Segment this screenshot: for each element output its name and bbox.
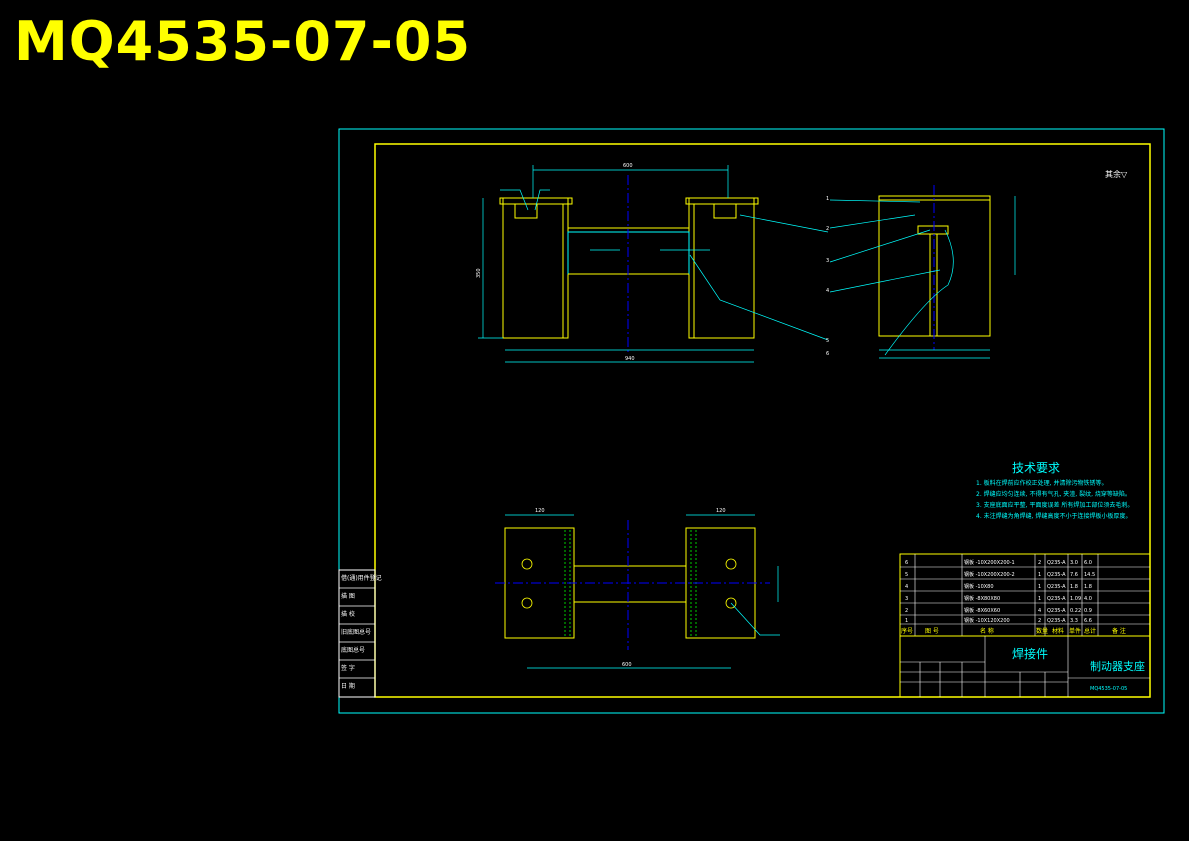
- svg-text:1: 1: [826, 196, 829, 202]
- parts-row-cell: 钢板 -8X60X60: [964, 607, 1000, 614]
- tech-requirements: 技术要求 1. 板料在焊前应作校正处理, 并清除污物铁锈等。 2. 焊缝应均匀连…: [976, 461, 1133, 520]
- parts-row-cell: 0.9: [1084, 608, 1092, 614]
- parts-row-cell: 1.09: [1070, 596, 1081, 602]
- side-label: 底图总号: [341, 646, 365, 654]
- parts-header-cell: 单件: [1069, 627, 1081, 635]
- parts-header-cell: 名 称: [980, 627, 994, 635]
- side-label: 描 图: [341, 592, 355, 600]
- parts-row-cell: 1: [1038, 584, 1041, 590]
- parts-row-cell: 1: [1038, 572, 1041, 578]
- parts-header-cell: 数量: [1036, 627, 1048, 635]
- parts-row-cell: 2: [905, 608, 908, 614]
- parts-row-cell: 2: [1038, 560, 1041, 566]
- parts-row-cell: Q235-A: [1047, 618, 1066, 624]
- front-view: 600 940 350: [476, 163, 829, 363]
- top-view: 120 120 600: [495, 508, 780, 669]
- parts-row-cell: 3.3: [1070, 618, 1078, 624]
- side-label: 旧底图总号: [341, 628, 371, 636]
- title-block-drawing-code: MQ4535-07-05: [1090, 686, 1127, 692]
- side-label: 日 期: [341, 682, 355, 690]
- parts-row-cell: 14.5: [1084, 572, 1095, 578]
- side-registry-block: 借(通)用件登记 描 图 描 校 旧底图总号 底图总号 签 字 日 期: [338, 569, 382, 698]
- svg-text:6: 6: [826, 351, 829, 357]
- svg-text:3: 3: [826, 258, 829, 264]
- tech-requirement-item: 3. 支座底面应平整, 平面度误差 所有焊加工部位须去毛刺。: [976, 501, 1133, 509]
- parts-header-cell: 备 注: [1112, 627, 1126, 635]
- tech-requirements-heading: 技术要求: [1012, 461, 1060, 475]
- parts-row-cell: Q235-A: [1047, 572, 1066, 578]
- parts-row-cell: 4: [905, 584, 908, 590]
- parts-row-cell: 0.22: [1070, 608, 1081, 614]
- svg-text:2: 2: [826, 226, 829, 232]
- parts-header-cell: 总计: [1084, 627, 1096, 635]
- parts-row-cell: 钢板 -10X80: [964, 583, 994, 590]
- parts-header-cell: 图 号: [925, 628, 939, 635]
- parts-row-cell: 6.6: [1084, 618, 1092, 624]
- parts-row-cell: 钢板 -10X200X200-1: [964, 559, 1015, 566]
- inner-frame: [374, 143, 1151, 698]
- parts-row-cell: 2: [1038, 618, 1041, 624]
- parts-row-cell: Q235-A: [1047, 584, 1066, 590]
- parts-row-cell: 6.0: [1084, 560, 1092, 566]
- svg-text:120: 120: [716, 508, 726, 514]
- parts-row-cell: 4: [1038, 608, 1041, 614]
- svg-text:350: 350: [476, 268, 482, 278]
- parts-header-cell: 序号: [901, 627, 913, 635]
- parts-row-cell: 钢板 -10X200X200-2: [964, 571, 1015, 578]
- title-block-part-name: 制动器支座: [1090, 659, 1145, 673]
- svg-text:600: 600: [623, 163, 633, 169]
- tech-requirement-item: 2. 焊缝应均匀连续, 不得有气孔, 夹渣, 裂纹, 烧穿等缺陷。: [976, 490, 1131, 498]
- parts-row-cell: 1: [905, 618, 908, 624]
- outer-frame: [338, 128, 1165, 714]
- parts-row-cell: Q235-A: [1047, 596, 1066, 602]
- parts-row-cell: 3.0: [1070, 560, 1078, 566]
- svg-text:600: 600: [622, 662, 632, 668]
- parts-row-cell: 7.6: [1070, 572, 1078, 578]
- side-label: 借(通)用件登记: [341, 574, 382, 582]
- parts-row-cell: 钢板 -8X80X80: [964, 595, 1000, 602]
- roughness-note: 其余▽: [1105, 169, 1128, 179]
- parts-row-cell: 6: [905, 560, 908, 566]
- svg-text:940: 940: [625, 356, 635, 362]
- parts-list: 6 钢板 -10X200X200-1 2 Q235-A 3.0 6.0 5 钢板…: [899, 553, 1151, 637]
- drawing-number-title: MQ4535-07-05: [14, 10, 472, 73]
- parts-row-cell: 1: [1038, 596, 1041, 602]
- svg-text:120: 120: [535, 508, 545, 514]
- parts-row-cell: Q235-A: [1047, 608, 1066, 614]
- title-block-type: 焊接件: [1012, 646, 1048, 661]
- parts-row-cell: Q235-A: [1047, 560, 1066, 566]
- parts-row-cell: 5: [905, 572, 908, 578]
- parts-row-cell: 钢板 -10X120X200: [964, 617, 1010, 624]
- parts-row-cell: 1.8: [1084, 584, 1092, 590]
- tech-requirement-item: 1. 板料在焊前应作校正处理, 并清除污物铁锈等。: [976, 479, 1107, 487]
- side-label: 描 校: [341, 610, 355, 618]
- svg-text:4: 4: [826, 288, 829, 294]
- parts-row-cell: 4.0: [1084, 596, 1092, 602]
- side-view: 1 2 3 4 5 6: [826, 185, 1016, 359]
- title-block: 焊接件 制动器支座 MQ4535-07-05: [899, 635, 1151, 698]
- side-label: 签 字: [341, 664, 355, 672]
- parts-row-cell: 3: [905, 596, 908, 602]
- tech-requirement-item: 4. 未注焊缝为角焊缝, 焊缝高度不小于连接焊板小板厚度。: [976, 512, 1131, 520]
- parts-header-cell: 材料: [1052, 627, 1064, 635]
- svg-text:5: 5: [826, 338, 829, 344]
- parts-row-cell: 1.8: [1070, 584, 1078, 590]
